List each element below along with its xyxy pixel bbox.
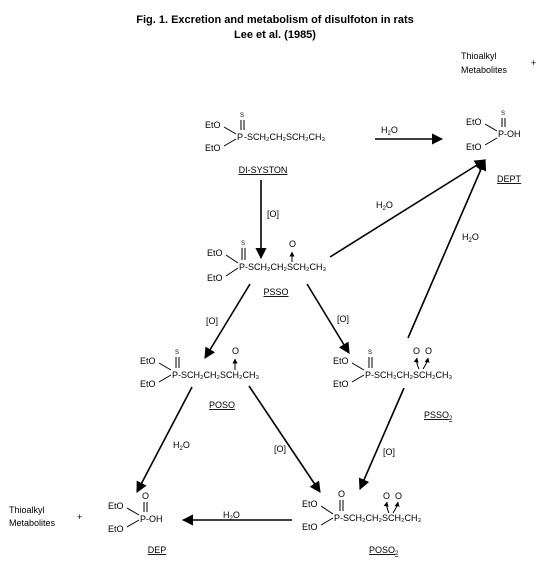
thioalkyl-bottom-line1: Thioalkyl <box>9 505 45 515</box>
disyston-chain: -SCH₂CH₂SCH₂CH₃ <box>244 132 325 142</box>
condition-oxidation-2: [O] <box>206 316 218 326</box>
psso2-sulfur: S <box>368 350 372 356</box>
condition-water-3: H2O <box>462 232 479 244</box>
psso-bond-lower <box>225 267 239 277</box>
dept-bond-upper <box>484 123 498 132</box>
thioalkyl-bottom-line2: Metabolites <box>9 518 56 528</box>
thioalkyl-metabolites-top: Thioalkyl Metabolites + <box>461 51 536 75</box>
condition-oxidation-3: [O] <box>337 314 349 324</box>
psso2-sulfone-oxygen-1: O <box>413 346 420 356</box>
plus-sign-top: + <box>531 58 536 68</box>
psso2-bond-lower <box>351 374 365 383</box>
dep-eto-lower: EtO <box>108 524 124 534</box>
disyston-label: DI-SYSTON <box>239 165 288 175</box>
compound-dep: O EtO EtO P-OH DEP <box>108 491 166 555</box>
figure-title: Fig. 1. Excretion and metabolism of disu… <box>136 14 413 26</box>
psso2-sulfone-oxygen-2: O <box>425 346 432 356</box>
poso-eto-lower: EtO <box>140 379 156 389</box>
poso2-chain: P-SCH₂CH₂SCH₂CH₃ <box>334 513 421 523</box>
condition-water-5: H2O <box>223 510 240 522</box>
compound-psso2: S EtO EtO P-SCH₂CH₂SCH₂CH₃ O O PSSO2 <box>333 346 453 422</box>
dept-label: DEPT <box>497 174 522 184</box>
condition-oxidation-4: [O] <box>274 444 286 454</box>
arrow-psso2-to-poso2 <box>358 387 405 491</box>
dep-bond-lower <box>126 519 140 528</box>
psso2-eto-lower: EtO <box>333 379 349 389</box>
poso-bond-upper <box>158 362 172 371</box>
psso2-eto-upper: EtO <box>333 356 349 366</box>
compound-disyston: S EtO EtO P -SCH₂CH₂SCH₂CH₃ DI-SYSTON <box>205 113 325 175</box>
poso-bond-lower <box>158 374 172 383</box>
disyston-eto-lower: EtO <box>205 143 221 153</box>
psso-bond-upper <box>225 254 239 264</box>
condition-water-1: H2O <box>381 125 398 137</box>
poso2-eto-lower: EtO <box>302 522 318 532</box>
poso2-sulfone-arrow-1 <box>383 501 390 514</box>
poso2-oxygen: O <box>338 489 345 499</box>
psso-sulfoxide-oxygen: O <box>289 239 296 249</box>
dept-structure: P-OH <box>498 129 521 139</box>
dept-eto-lower: EtO <box>466 142 482 152</box>
condition-water-4: H2O <box>173 440 190 452</box>
reaction-arrows <box>136 133 487 526</box>
psso-eto-upper: EtO <box>207 248 223 258</box>
thioalkyl-top-line2: Metabolites <box>461 65 508 75</box>
poso-sulfur: S <box>175 350 179 356</box>
psso-chain: P-SCH₂CH₂SCH₂CH₃ <box>239 262 326 272</box>
poso2-sulfone-oxygen-2: O <box>395 491 402 501</box>
condition-oxidation-1: [O] <box>267 209 279 219</box>
poso2-sulfone-oxygen-1: O <box>383 491 390 501</box>
poso-chain: P-SCH₂CH₂SCH₂CH₃ <box>172 370 259 380</box>
psso-sulfur: S <box>241 241 245 247</box>
dep-structure: P-OH <box>140 514 163 524</box>
thioalkyl-top-line1: Thioalkyl <box>461 51 497 61</box>
psso2-sulfone-arrow-1 <box>413 357 420 370</box>
arrow-psso-to-dept <box>329 159 486 258</box>
arrow-psso2-to-dept <box>407 158 487 339</box>
disyston-bond-lower <box>223 138 237 147</box>
psso-eto-lower: EtO <box>207 273 223 283</box>
disyston-phosphorus: P <box>237 132 243 142</box>
poso2-label: POSO2 <box>369 545 399 557</box>
dept-sulfur: S <box>501 111 505 117</box>
compound-poso2: O EtO EtO P-SCH₂CH₂SCH₂CH₃ O O POSO2 <box>302 489 421 557</box>
poso2-bond-lower <box>320 517 334 526</box>
compound-psso: S EtO EtO P-SCH₂CH₂SCH₂CH₃ O PSSO <box>207 239 326 297</box>
compound-poso: S EtO EtO P-SCH₂CH₂SCH₂CH₃ O POSO <box>140 346 259 410</box>
poso2-eto-upper: EtO <box>302 499 318 509</box>
dep-bond-upper <box>126 507 140 516</box>
arrow-poso-to-dep <box>136 386 193 493</box>
dep-oxygen: O <box>142 491 149 501</box>
arrow-poso-to-poso2 <box>248 385 321 493</box>
poso-sulfoxide-oxygen: O <box>232 346 239 356</box>
poso2-bond-upper <box>320 505 334 515</box>
dept-bond-lower <box>484 137 498 146</box>
plus-sign-bottom: + <box>77 512 82 522</box>
thioalkyl-metabolites-bottom: Thioalkyl Metabolites + <box>9 505 82 528</box>
disyston-bond-upper <box>223 126 237 135</box>
disyston-sulfur: S <box>240 113 244 119</box>
figure-citation: Lee et al. (1985) <box>234 29 316 41</box>
psso2-label: PSSO2 <box>424 410 453 422</box>
psso2-chain: P-SCH₂CH₂SCH₂CH₃ <box>365 370 452 380</box>
dept-eto-upper: EtO <box>466 117 482 127</box>
psso2-bond-upper <box>351 362 365 371</box>
dep-eto-upper: EtO <box>108 501 124 511</box>
arrow-psso-to-psso2 <box>306 283 350 354</box>
psso-label: PSSO <box>263 287 288 297</box>
condition-oxidation-5: [O] <box>383 447 395 457</box>
arrow-psso-to-poso <box>204 283 251 359</box>
condition-water-2: H2O <box>376 200 393 212</box>
dep-label: DEP <box>148 545 167 555</box>
reaction-conditions: H2O [O] H2O H2O [O] [O] H2O [O] [O] H2O <box>173 125 479 522</box>
psso2-sulfone-arrow-2 <box>422 357 430 370</box>
poso2-sulfone-arrow-2 <box>392 501 400 514</box>
poso-eto-upper: EtO <box>140 356 156 366</box>
disyston-eto-upper: EtO <box>205 120 221 130</box>
poso-label: POSO <box>209 400 235 410</box>
compound-dept: S EtO EtO P-OH DEPT <box>466 111 521 184</box>
